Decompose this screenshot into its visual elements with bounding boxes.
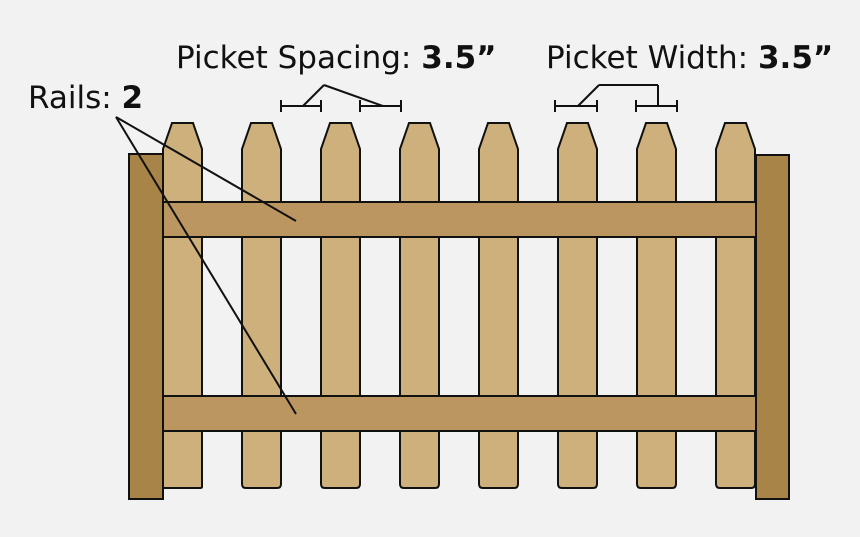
top-rail [162, 201, 757, 238]
picket-4 [399, 122, 440, 489]
pickets [162, 122, 756, 489]
rails-label-value: 2 [122, 80, 144, 116]
picket-6 [557, 122, 598, 489]
picket-2 [241, 122, 282, 489]
picket-width-label-value: 3.5” [758, 40, 833, 76]
picket-spacing-label-value: 3.5” [421, 40, 496, 76]
picket-width-label: Picket Width: 3.5” [546, 40, 833, 76]
picket-width-brackets [554, 84, 678, 112]
picket-7 [636, 122, 677, 489]
left-post [128, 153, 164, 500]
picket-spacing-label-name: Picket Spacing: [176, 40, 411, 76]
picket-1 [162, 122, 203, 489]
picket-spacing-label: Picket Spacing: 3.5” [176, 40, 497, 76]
rails-callout-lines [115, 116, 297, 415]
bottom-rail [162, 395, 757, 432]
picket-5 [478, 122, 519, 489]
right-post [755, 154, 790, 500]
rails-label-name: Rails: [28, 80, 112, 116]
picket-width-label-name: Picket Width: [546, 40, 748, 76]
picket-spacing-brackets [280, 84, 402, 112]
rails-label: Rails: 2 [28, 80, 143, 116]
picket-3 [320, 122, 361, 489]
picket-8 [715, 122, 756, 489]
